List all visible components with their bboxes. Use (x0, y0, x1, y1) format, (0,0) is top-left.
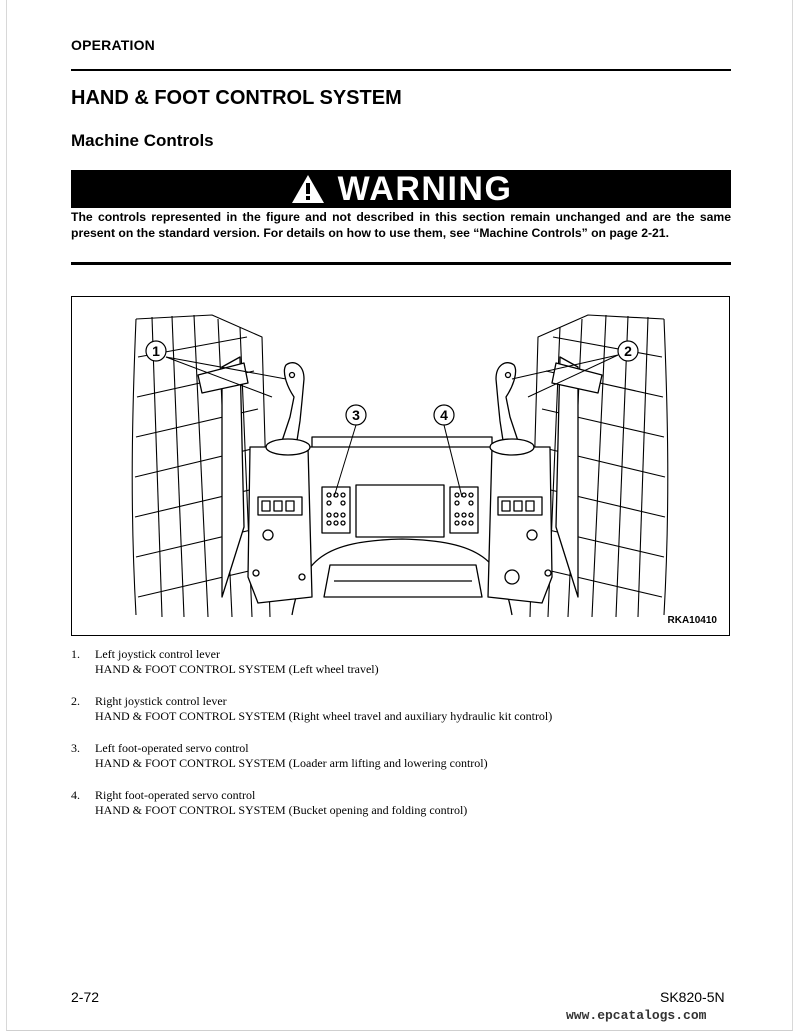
list-item-number: 4. (71, 788, 80, 802)
list-item-number: 3. (71, 741, 80, 755)
list-item: 3. Left foot-operated servo control HAND… (71, 741, 731, 771)
page-frame (6, 0, 793, 1031)
page-title: HAND & FOOT CONTROL SYSTEM (71, 87, 402, 109)
warning-banner: WARNING (71, 170, 731, 208)
callout-4-label: 4 (440, 407, 448, 423)
left-cage-mesh (131, 314, 271, 618)
list-item-number: 2. (71, 694, 80, 708)
list-item-title: Right joystick control lever (95, 694, 227, 708)
list-item: 4. Right foot-operated servo control HAN… (71, 788, 731, 818)
list-item-description: HAND & FOOT CONTROL SYSTEM (Bucket openi… (95, 803, 468, 817)
watermark: www.epcatalogs.com (566, 1008, 707, 1023)
left-pedal (321, 486, 351, 534)
cab-controls-illustration: 1 2 3 4 (131, 314, 669, 618)
subsection-title: Machine Controls (71, 131, 214, 150)
warning-label: WARNING (337, 170, 513, 208)
section-header: OPERATION (71, 37, 155, 53)
callout-1-label: 1 (152, 343, 160, 359)
warning-rule (71, 262, 731, 265)
list-item-description: HAND & FOOT CONTROL SYSTEM (Left wheel t… (95, 662, 379, 676)
list-item-description: HAND & FOOT CONTROL SYSTEM (Loader arm l… (95, 756, 488, 770)
page-number: 2-72 (71, 989, 100, 1005)
warning-text: The controls represented in the figure a… (71, 210, 731, 240)
callout-1: 1 (145, 340, 167, 362)
callout-2-label: 2 (624, 343, 632, 359)
list-item-title: Left foot-operated servo control (95, 741, 249, 755)
legend-list: 1. Left joystick control lever HAND & FO… (71, 647, 731, 835)
list-item-description: HAND & FOOT CONTROL SYSTEM (Right wheel … (95, 709, 553, 723)
callout-3-label: 3 (352, 407, 360, 423)
list-item: 2. Right joystick control lever HAND & F… (71, 694, 731, 724)
callout-3: 3 (345, 404, 367, 426)
left-joystick (279, 362, 305, 448)
callout-2: 2 (617, 340, 639, 362)
list-item-title: Right foot-operated servo control (95, 788, 256, 802)
right-joystick (495, 362, 521, 448)
figure-id: RKA10410 (667, 615, 717, 626)
right-pedal (449, 486, 479, 534)
list-item-number: 1. (71, 647, 80, 661)
list-item-title: Left joystick control lever (95, 647, 220, 661)
warning-triangle-icon (291, 175, 324, 203)
list-item: 1. Left joystick control lever HAND & FO… (71, 647, 731, 677)
callout-4: 4 (433, 404, 455, 426)
figure-frame: 1 2 3 4 RKA10410 (71, 296, 730, 636)
model-code: SK820-5N (660, 989, 725, 1005)
right-console (487, 446, 553, 604)
header-rule (71, 69, 731, 71)
